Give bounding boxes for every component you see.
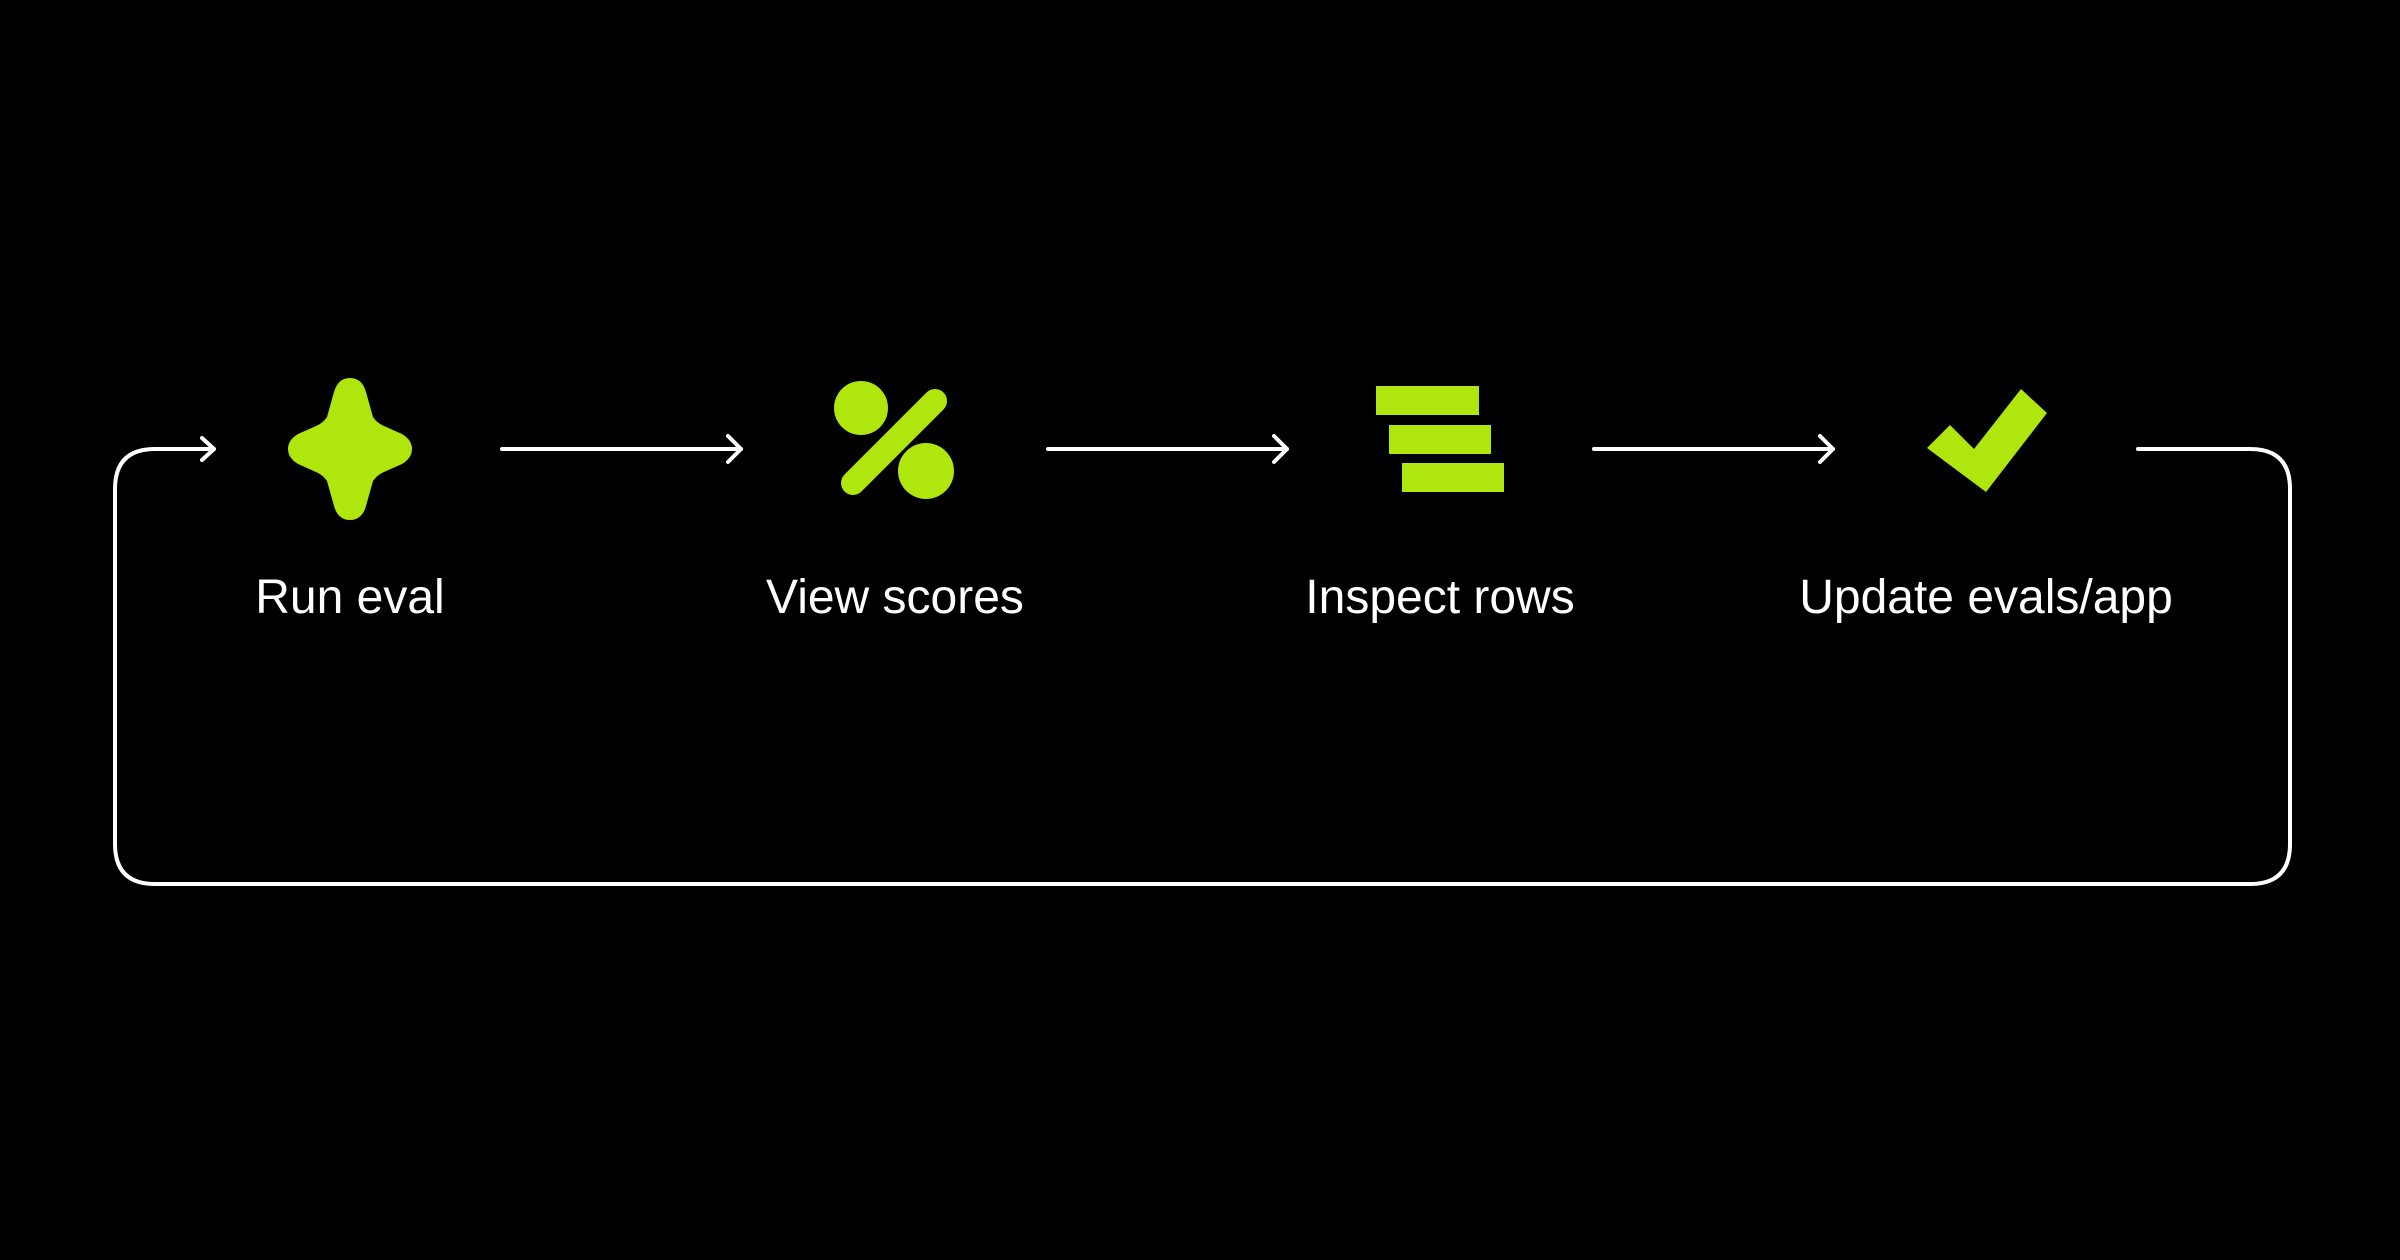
checkmark-icon — [1927, 389, 2047, 492]
step-label-update-evals-app: Update evals/app — [1799, 571, 2173, 624]
step-label-run-eval: Run eval — [255, 571, 445, 624]
sparkle-icon — [288, 378, 412, 520]
arrow-view-to-inspect — [1046, 434, 1289, 464]
step-label-view-scores: View scores — [766, 571, 1024, 624]
arrow-run-to-view — [500, 434, 743, 464]
step-label-inspect-rows: Inspect rows — [1305, 571, 1575, 624]
loop-back-connector — [113, 447, 2292, 886]
percent-icon — [834, 381, 954, 499]
loop-back-arrowhead — [200, 436, 216, 462]
rows-icon — [1376, 386, 1504, 492]
arrow-inspect-to-update — [1592, 434, 1835, 464]
